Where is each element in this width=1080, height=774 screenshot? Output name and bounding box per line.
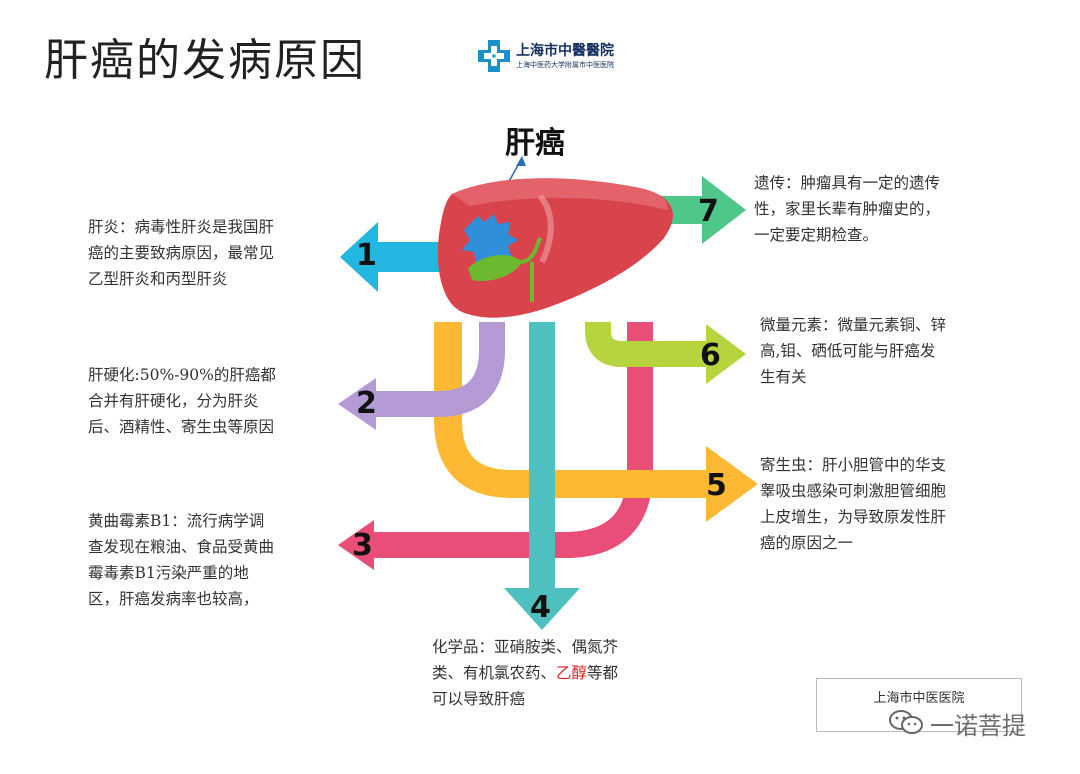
wechat-icon	[889, 710, 923, 734]
arrow-4	[504, 322, 580, 630]
cause-5-line-1: 寄生虫：肝小胆管中的华支	[760, 456, 947, 474]
cause-7-line-3: 一定要定期检查。	[754, 226, 879, 244]
cause-5-line-4: 癌的原因之一	[760, 534, 854, 552]
cause-number-2: 2	[356, 386, 377, 421]
cause-7-line-2: 性，家里长辈有肿瘤史的，	[754, 200, 941, 218]
cause-number-6: 6	[700, 338, 721, 373]
cause-4-line-3: 可以导致肝癌	[432, 690, 526, 708]
center-label: 肝癌	[505, 126, 565, 161]
cause-2-line-1: 肝硬化:50%-90%的肝癌都	[88, 366, 276, 384]
cause-5-line-2: 睾吸虫感染可刺激胆管细胞	[760, 482, 947, 500]
cause-4-highlight: 乙醇	[556, 664, 588, 682]
cause-1-description: 肝炎：病毒性肝炎是我国肝 癌的主要致病原因，最常见 乙型肝炎和丙型肝炎	[88, 214, 328, 292]
cause-1-line-2: 癌的主要致病原因，最常见	[88, 244, 275, 262]
cause-2-line-2: 合并有肝硬化，分为肝炎	[88, 392, 259, 410]
cause-3-line-1: 黄曲霉素B1：流行病学调	[88, 512, 265, 530]
hospital-cross-icon	[478, 40, 510, 72]
cause-1-line-1: 肝炎：病毒性肝炎是我国肝	[88, 218, 275, 236]
cause-4-line-2-text: 类、有机氯农药、	[432, 664, 557, 682]
hospital-logo: 上海市中醫醫院 上海中医药大学附属市中医医院	[476, 36, 616, 76]
cause-3-description: 黄曲霉素B1：流行病学调 查发现在粮油、食品受黄曲 霉毒素B1污染严重的地 区，…	[88, 508, 328, 612]
cause-4-description: 化学品：亚硝胺类、偶氮芥 类、有机氯农药、乙醇等都 可以导致肝癌	[432, 634, 682, 712]
label-pointer-arrowhead	[516, 156, 526, 166]
arrow-5	[434, 322, 758, 522]
arrow-6	[585, 322, 746, 384]
cause-4-line-2: 类、有机氯农药、乙醇等都	[432, 660, 682, 686]
cause-number-4: 4	[530, 590, 551, 625]
cause-4-line-1: 化学品：亚硝胺类、偶氮芥	[432, 638, 619, 656]
cause-number-5: 5	[706, 468, 727, 503]
cause-7-description: 遗传：肿瘤具有一定的遗传 性，家里长辈有肿瘤史的， 一定要定期检查。	[754, 170, 1014, 248]
logo-main-text: 上海市中醫醫院	[516, 43, 614, 59]
cause-number-3: 3	[352, 528, 373, 563]
tumor-shape	[462, 214, 518, 266]
cause-6-line-1: 微量元素：微量元素铜、锌	[760, 316, 947, 334]
cause-4-after-highlight: 等都	[587, 664, 619, 682]
arrow-2	[338, 322, 505, 430]
cause-number-1: 1	[356, 238, 377, 273]
cause-2-line-3: 后、酒精性、寄生虫等原因	[88, 418, 275, 436]
watermark-text: 一诺菩提	[930, 712, 1026, 740]
cause-5-description: 寄生虫：肝小胆管中的华支 睾吸虫感染可刺激胆管细胞 上皮增生，为导致原发性肝 癌…	[760, 452, 1010, 556]
liver-illustration	[437, 178, 673, 318]
cause-6-line-3: 生有关	[760, 368, 807, 386]
hospital-stamp-text: 上海市中医医院	[873, 691, 965, 706]
cause-3-line-2: 查发现在粮油、食品受黄曲	[88, 538, 275, 556]
cause-2-description: 肝硬化:50%-90%的肝癌都 合并有肝硬化，分为肝炎 后、酒精性、寄生虫等原因	[88, 362, 328, 440]
cause-5-line-3: 上皮增生，为导致原发性肝	[760, 508, 947, 526]
cause-3-line-4: 区，肝癌发病率也较高，	[88, 590, 259, 608]
logo-sub-text: 上海中医药大学附属市中医医院	[516, 61, 614, 69]
cause-6-line-2: 高,钼、硒低可能与肝癌发	[760, 342, 936, 360]
cause-number-7: 7	[698, 194, 719, 229]
cause-3-line-3: 霉毒素B1污染严重的地	[88, 564, 249, 582]
cause-6-description: 微量元素：微量元素铜、锌 高,钼、硒低可能与肝癌发 生有关	[760, 312, 1010, 390]
cause-7-line-1: 遗传：肿瘤具有一定的遗传	[754, 174, 941, 192]
page-title: 肝癌的发病原因	[44, 35, 366, 86]
cause-1-line-3: 乙型肝炎和丙型肝炎	[88, 270, 228, 288]
